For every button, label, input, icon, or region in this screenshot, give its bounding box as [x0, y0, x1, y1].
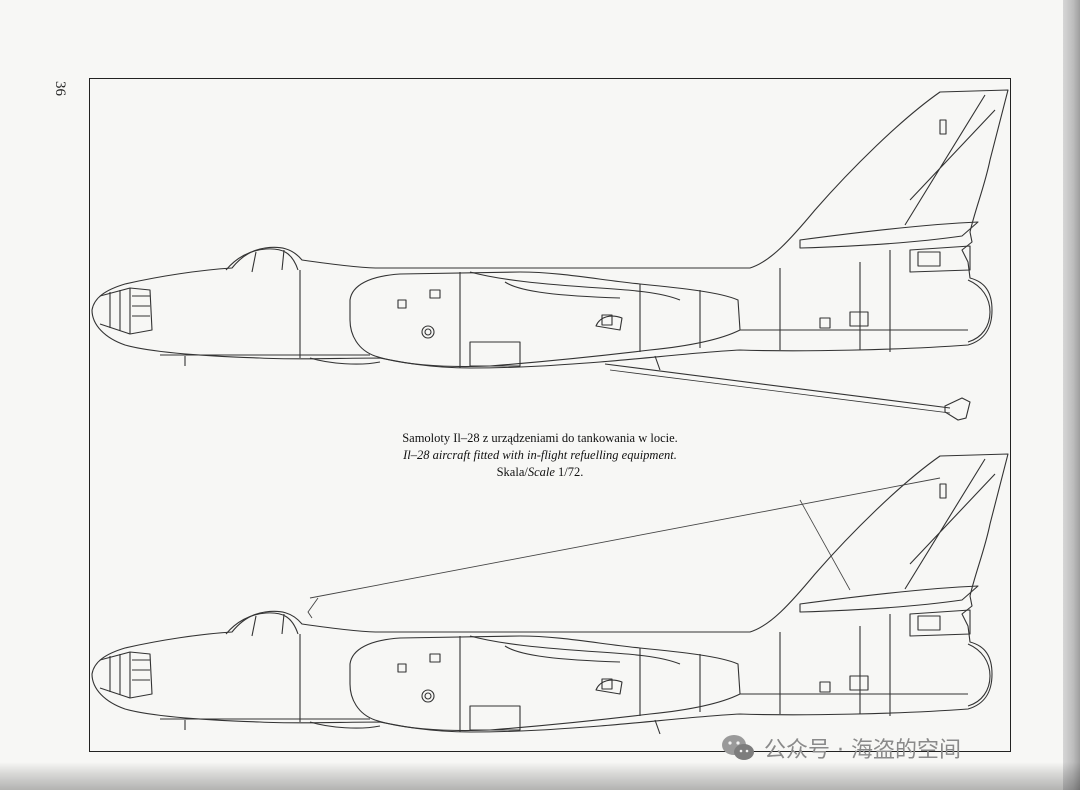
refuelling-hose: [604, 363, 951, 409]
caption-polish: Samoloty Il–28 z urządzeniami do tankowa…: [402, 431, 678, 445]
figure-caption: Samoloty Il–28 z urządzeniami do tankowa…: [330, 430, 750, 481]
book-spine: [1063, 0, 1080, 790]
top-aircraft-drawing: [91, 89, 1009, 421]
scale-value: 1/72.: [554, 465, 584, 479]
scale-label-pl: Skala/: [496, 465, 528, 479]
caption-english: Il–28 aircraft fitted with in-flight ref…: [403, 448, 677, 462]
watermark: 公众号 · 海盗的空间: [720, 728, 961, 768]
watermark-text: 公众号 · 海盗的空间: [764, 738, 961, 763]
bottom-aircraft-drawing: [91, 453, 1009, 735]
scale-label-en: Scale: [527, 465, 555, 479]
caption-scale: Skala/Scale 1/72.: [330, 464, 750, 481]
refuelling-cable: [309, 477, 941, 599]
drawing-frame: [89, 78, 1011, 752]
wechat-icon: [722, 735, 754, 760]
refuelling-drogue: [944, 397, 971, 421]
page-bottom-shadow: [0, 762, 1080, 790]
